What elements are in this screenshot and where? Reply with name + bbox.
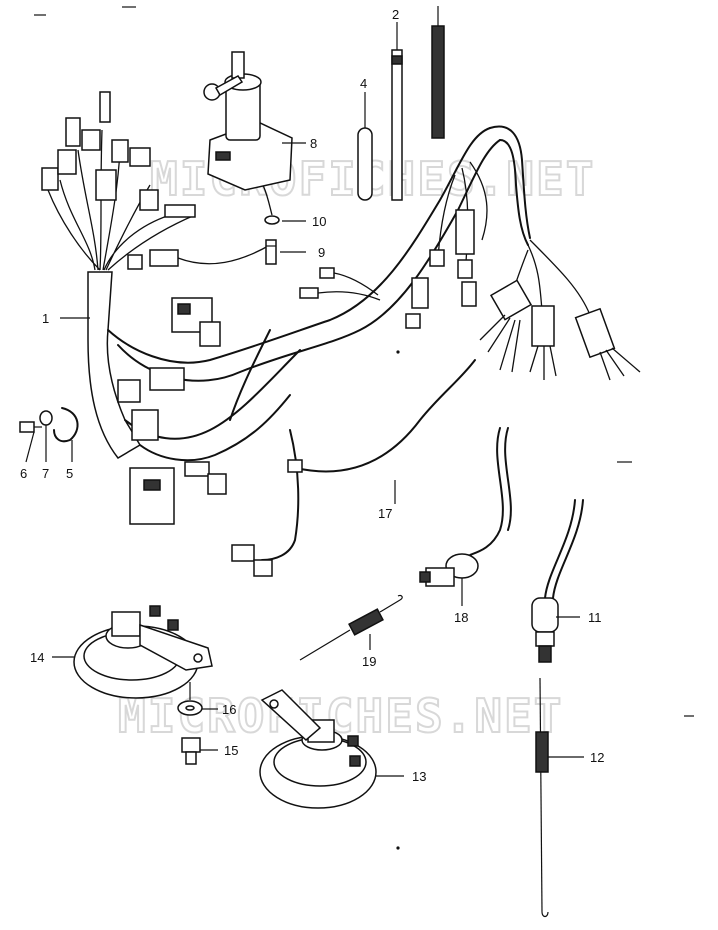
part-brake-switch: [419, 427, 512, 587]
leader-lines: [25, 142, 584, 777]
callout-13: 13: [412, 769, 426, 784]
part-screw: [265, 239, 277, 265]
callout-12: 12: [590, 750, 604, 765]
callout-5: 5: [66, 466, 73, 481]
part-clip: [53, 407, 79, 443]
part-horn-bolt: [181, 737, 201, 765]
part-washer: [264, 215, 280, 225]
part-bolt: [19, 421, 42, 433]
stray-dot: [396, 846, 400, 850]
part-band-strap: [431, 6, 445, 139]
callout-2: 2: [392, 7, 399, 22]
callout-9: 9: [318, 245, 325, 260]
watermark-bottom: MICROFICHES.NET: [118, 689, 563, 743]
callout-4: 4: [360, 76, 367, 91]
callout-1: 1: [42, 311, 49, 326]
callout-19: 19: [362, 654, 376, 669]
part-clamp: [357, 92, 373, 201]
callout-16: 16: [222, 702, 236, 717]
part-cable-strap: [391, 22, 403, 201]
part-spring-rod: [535, 677, 549, 918]
part-ignition-switch: [203, 51, 293, 191]
callout-17: 17: [378, 506, 392, 521]
part-rear-switch: [531, 499, 584, 663]
part-wiring-harness: [41, 91, 641, 577]
callout-15: 15: [224, 743, 238, 758]
part-horn-right: [259, 689, 377, 809]
callout-10: 10: [312, 214, 326, 229]
callout-18: 18: [454, 610, 468, 625]
callout-8: 8: [310, 136, 317, 151]
callout-6: 6: [20, 466, 27, 481]
stray-dot: [396, 350, 400, 354]
part-horn-left: [73, 605, 213, 699]
part-washer-small: [39, 410, 53, 426]
callout-14: 14: [30, 650, 44, 665]
part-horn-nut: [177, 682, 203, 716]
part-return-spring: [299, 594, 403, 661]
callout-11: 11: [588, 610, 602, 625]
callout-7: 7: [42, 466, 49, 481]
